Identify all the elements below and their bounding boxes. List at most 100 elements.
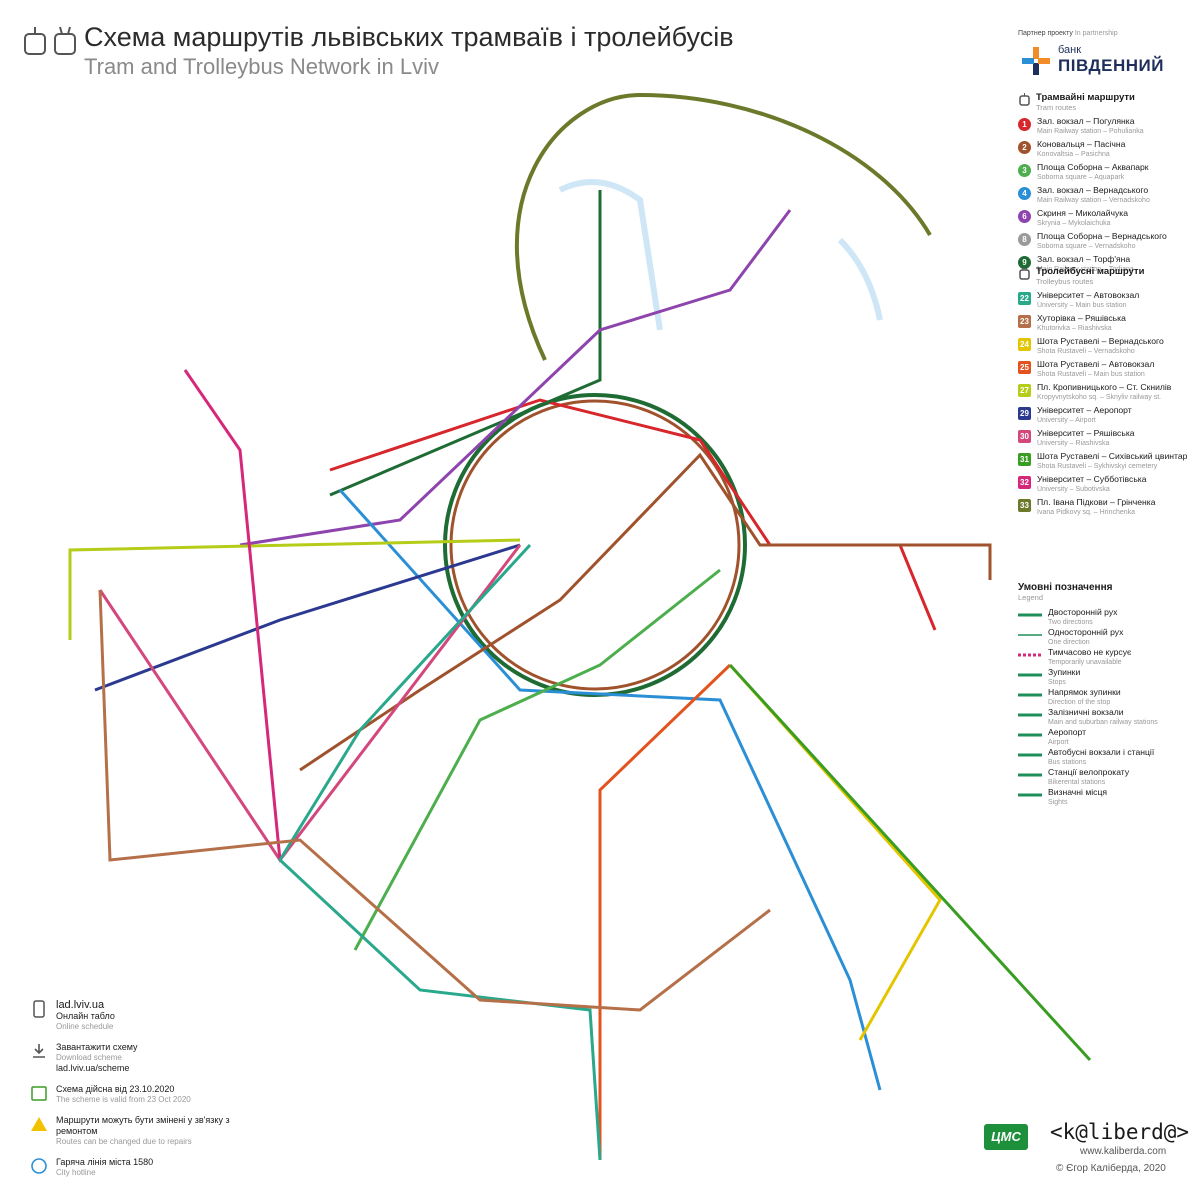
trolley-route-name-en: Kropyvnytskoho sq. – Sknyliv railway st. [1037, 394, 1162, 401]
trolley-route-badge: 27 [1018, 384, 1031, 397]
route-2-line [299, 452, 992, 772]
tram-route-badge: 3 [1018, 164, 1031, 177]
trolley-route-badge: 33 [1018, 499, 1031, 512]
legend-item-label: Станції велопрокату [1048, 767, 1130, 777]
warning-caption-en: Routes can be changed due to repairs [56, 1137, 192, 1146]
trolley-route-name-en: Shota Rustaveli – Vernadskoho [1037, 348, 1135, 355]
route-23-line [98, 589, 771, 1012]
tram-route-name-en: Konovaltsia – Pasichna [1037, 151, 1110, 158]
legend-item-label-en: Airport [1048, 739, 1069, 746]
bus-station-icon [1018, 753, 1042, 757]
download-link[interactable]: lad.lviv.ua/scheme [56, 1063, 130, 1073]
route-9-line [329, 190, 602, 497]
legend-item-label-en: Bus stations [1048, 759, 1087, 766]
route-33-line [514, 92, 932, 361]
trolley-route-badge: 24 [1018, 338, 1031, 351]
tram-trolleybus-icons [24, 26, 76, 55]
route-4-line [338, 488, 882, 1091]
tram-route-badge: 6 [1018, 210, 1031, 223]
author-url[interactable]: www.kaliberda.com [1080, 1146, 1167, 1157]
stop-direction-icon [1018, 693, 1042, 697]
download-scheme[interactable]: Завантажити схему Download scheme lad.lv… [30, 1042, 260, 1074]
trolley-route-badge: 23 [1018, 315, 1031, 328]
airplane-icon [1018, 733, 1042, 737]
footer-info: lad.lviv.ua Онлайн табло Online schedule… [30, 1000, 260, 1188]
legend-item-label-en: Bikerental stations [1048, 779, 1106, 786]
route-24-line [728, 664, 942, 1041]
route-1-line [329, 398, 937, 631]
tram-route-badge: 1 [1018, 118, 1031, 131]
hotline-icon [31, 1158, 47, 1174]
bank-name-line2: ПІВДЕННИЙ [1058, 56, 1164, 75]
tram-route-name-en: Soborna square – Vernadskoho [1037, 243, 1136, 250]
trolley-legend: Тролейбусні маршрути Trolleybus routes 2… [1018, 266, 1190, 520]
route-6-line [239, 209, 792, 547]
partner-caption-en: In partnership [1074, 30, 1118, 37]
page-subtitle: Tram and Trolleybus Network in Lviv [84, 54, 439, 79]
trolley-route-name: Університет – Аеропорт [1037, 405, 1132, 415]
trolley-route-name-en: Ivana Pidkovy sq. – Hrinchenka [1037, 509, 1136, 516]
tram-icon [1019, 93, 1030, 106]
site-link[interactable]: lad.lviv.ua [56, 999, 105, 1011]
tram-route-badge: 2 [1018, 141, 1031, 154]
site-caption-uk: Онлайн табло [56, 1011, 115, 1021]
bike-icon [1018, 773, 1042, 777]
central-ring-line [449, 399, 741, 691]
tram-route-badge: 9 [1018, 256, 1031, 269]
repair-warning: Маршрути можуть бути змінені у зв'язку з… [30, 1115, 260, 1147]
tram-route-name-en: Main Railway station – Torfiana [1037, 266, 1134, 273]
online-schedule[interactable]: lad.lviv.ua Онлайн табло Online schedule [30, 1000, 260, 1032]
symbols-legend-title: Умовні позначення Legend [1018, 582, 1190, 602]
route-32-line [183, 369, 282, 861]
hotline-caption-en: City hotline [56, 1168, 96, 1177]
trolley-route-badge: 30 [1018, 430, 1031, 443]
legend-item-label: Двосторонній рух [1048, 607, 1118, 617]
trolley-route-badge: 32 [1018, 476, 1031, 489]
trolley-route-name: Шота Руставелі – Вернадського [1037, 336, 1164, 346]
download-caption-en: Download scheme [56, 1053, 122, 1062]
tram-route-name-en: Main Railway station – Pohulianka [1037, 128, 1144, 135]
river [837, 237, 883, 321]
sight-icon [1018, 793, 1042, 797]
calendar-icon [31, 1086, 47, 1101]
legend-item-label: Зупинки [1048, 667, 1081, 677]
download-caption-uk: Завантажити схему [56, 1042, 138, 1052]
trolley-route-name: Хуторівка – Ряшівська [1037, 313, 1126, 323]
train-icon [1018, 713, 1042, 717]
tram-route-name: Скриня – Миколайчука [1037, 208, 1129, 218]
stop-icon [1018, 673, 1042, 677]
trolley-route-name-en: University – Riashivska [1037, 440, 1110, 447]
trolley-route-name: Пл. Кропивницького – Ст. Скнилів [1037, 382, 1172, 392]
legend-item-label: Залізничні вокзали [1048, 707, 1124, 717]
legend-item-label-en: Main and suburban railway stations [1048, 719, 1158, 726]
bank-name-line1: банк [1058, 44, 1082, 56]
valid-date: Схема дійсна від 23.10.2020 The scheme i… [30, 1084, 260, 1105]
trolley-route-name: Університет – Автовокзал [1037, 290, 1140, 300]
legend-item-label: Напрямок зупинки [1048, 687, 1121, 697]
river [558, 179, 663, 331]
cms-logo: ЦМС [984, 1124, 1028, 1150]
trolley-route-name: Пл. Івана Підкови – Грінченка [1037, 497, 1156, 507]
